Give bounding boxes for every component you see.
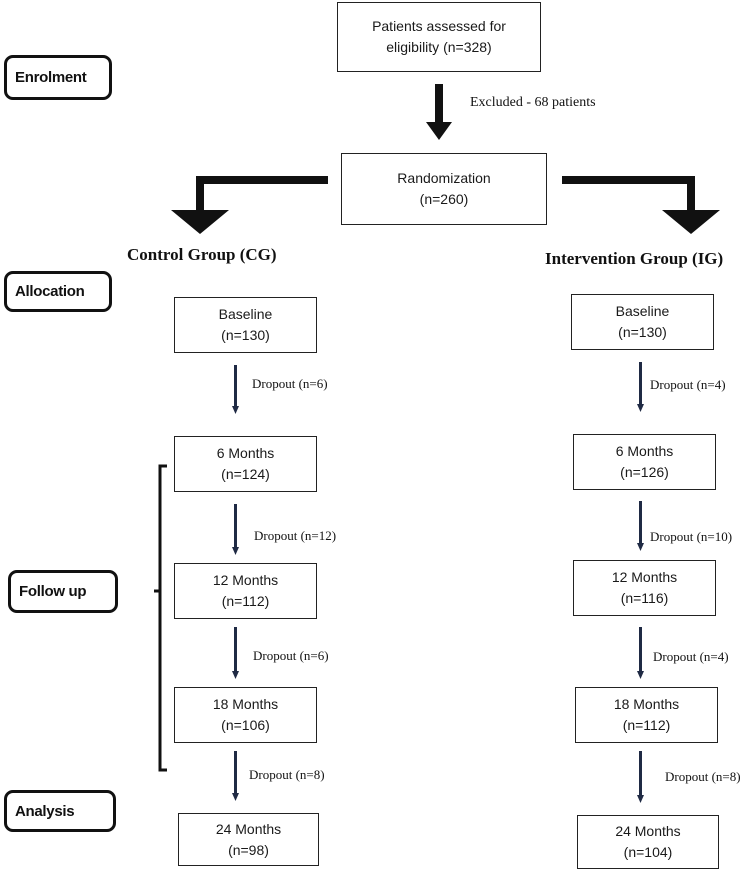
randomization-count: (n=260) xyxy=(419,191,469,207)
cg-dropout-label-1: Dropout (n=6) xyxy=(252,376,328,391)
control-branch-vertical xyxy=(196,176,204,212)
control-branch-horizontal xyxy=(196,176,328,184)
ig-baseline-box: Baseline (n=130) xyxy=(571,294,714,350)
cg-baseline-label: Baseline xyxy=(218,306,273,322)
ig-dropout-arrow-1 xyxy=(639,362,642,406)
ig-24-months-count: (n=104) xyxy=(623,844,673,860)
follow-up-bracket xyxy=(154,464,167,772)
ig-6-months-label: 6 Months xyxy=(615,443,674,459)
cg-12-months-count: (n=112) xyxy=(221,593,270,609)
enrolment-arrow-head xyxy=(426,122,452,140)
cg-dropout-arrow-head-3 xyxy=(232,671,239,679)
stage-enrolment: Enrolment xyxy=(4,55,112,100)
intervention-branch-arrow-head xyxy=(662,210,720,234)
cg-6-months-box: 6 Months (n=124) xyxy=(174,436,317,492)
ig-24-months-box: 24 Months (n=104) xyxy=(577,815,719,869)
ig-dropout-label-4: Dropout (n=8) xyxy=(665,769,741,784)
excluded-label: Excluded - 68 patients xyxy=(470,95,596,110)
cg-12-months-box: 12 Months (n=112) xyxy=(174,563,317,619)
ig-dropout-label-2: Dropout (n=10) xyxy=(650,529,733,544)
enrolment-arrow-shaft xyxy=(435,84,443,124)
eligibility-line-2: eligibility (n=328) xyxy=(386,39,492,55)
cg-24-months-label: 24 Months xyxy=(215,820,282,837)
cg-dropout-label-2: Dropout (n=12) xyxy=(254,528,337,543)
randomization-label: Randomization xyxy=(397,170,491,186)
cg-18-months-count: (n=106) xyxy=(221,717,270,733)
cg-dropout-arrow-head-2 xyxy=(232,547,239,555)
cg-baseline-box: Baseline (n=130) xyxy=(174,297,317,353)
cg-baseline-count: (n=130) xyxy=(221,327,270,343)
cg-18-months-box: 18 Months (n=106) xyxy=(174,687,317,743)
ig-24-months-label: 24 Months xyxy=(615,823,681,839)
eligibility-line-1: Patients assessed for xyxy=(372,18,506,34)
ig-6-months-count: (n=126) xyxy=(620,464,669,480)
ig-18-months-count: (n=112) xyxy=(622,717,671,733)
cg-dropout-arrow-3 xyxy=(234,627,237,673)
ig-12-months-label: 12 Months xyxy=(611,569,678,585)
cg-dropout-arrow-head-1 xyxy=(232,406,239,414)
cg-dropout-label-4: Dropout (n=8) xyxy=(249,767,325,782)
cg-dropout-arrow-1 xyxy=(234,365,237,408)
intervention-group-title: Intervention Group (IG) xyxy=(545,249,724,268)
control-branch-arrow-head xyxy=(171,210,229,234)
cg-12-months-label: 12 Months xyxy=(212,572,279,588)
cg-6-months-count: (n=124) xyxy=(221,466,270,482)
ig-dropout-arrow-head-1 xyxy=(637,404,644,412)
cg-24-months-box: 24 Months (n=98) xyxy=(178,813,319,866)
ig-dropout-arrow-head-4 xyxy=(637,795,644,803)
ig-12-months-count: (n=116) xyxy=(620,590,669,606)
cg-dropout-arrow-4 xyxy=(234,751,237,795)
ig-18-months-box: 18 Months (n=112) xyxy=(575,687,718,743)
stage-analysis: Analysis xyxy=(4,790,116,832)
eligibility-assessment-box: Patients assessed for eligibility (n=328… xyxy=(337,2,541,72)
ig-dropout-label-3: Dropout (n=4) xyxy=(653,649,729,664)
stage-follow-up: Follow up xyxy=(8,570,118,613)
randomization-box: Randomization (n=260) xyxy=(341,153,547,225)
control-group-title: Control Group (CG) xyxy=(127,245,277,264)
ig-baseline-label: Baseline xyxy=(615,303,670,319)
cg-18-months-label: 18 Months xyxy=(212,696,279,712)
ig-dropout-arrow-head-2 xyxy=(637,543,644,551)
ig-dropout-arrow-head-3 xyxy=(637,671,644,679)
cg-24-months-count: (n=98) xyxy=(228,841,269,858)
intervention-branch-horizontal xyxy=(562,176,695,184)
stage-allocation: Allocation xyxy=(4,271,112,312)
ig-12-months-box: 12 Months (n=116) xyxy=(573,560,716,616)
cg-dropout-arrow-2 xyxy=(234,504,237,549)
ig-dropout-arrow-4 xyxy=(639,751,642,797)
ig-dropout-arrow-2 xyxy=(639,501,642,545)
ig-6-months-box: 6 Months (n=126) xyxy=(573,434,716,490)
ig-baseline-count: (n=130) xyxy=(618,324,667,340)
ig-dropout-label-1: Dropout (n=4) xyxy=(650,377,726,392)
cg-6-months-label: 6 Months xyxy=(216,445,275,461)
ig-dropout-arrow-3 xyxy=(639,627,642,673)
ig-18-months-label: 18 Months xyxy=(613,696,680,712)
cg-dropout-arrow-head-4 xyxy=(232,793,239,801)
cg-dropout-label-3: Dropout (n=6) xyxy=(253,648,329,663)
intervention-branch-vertical xyxy=(687,176,695,212)
